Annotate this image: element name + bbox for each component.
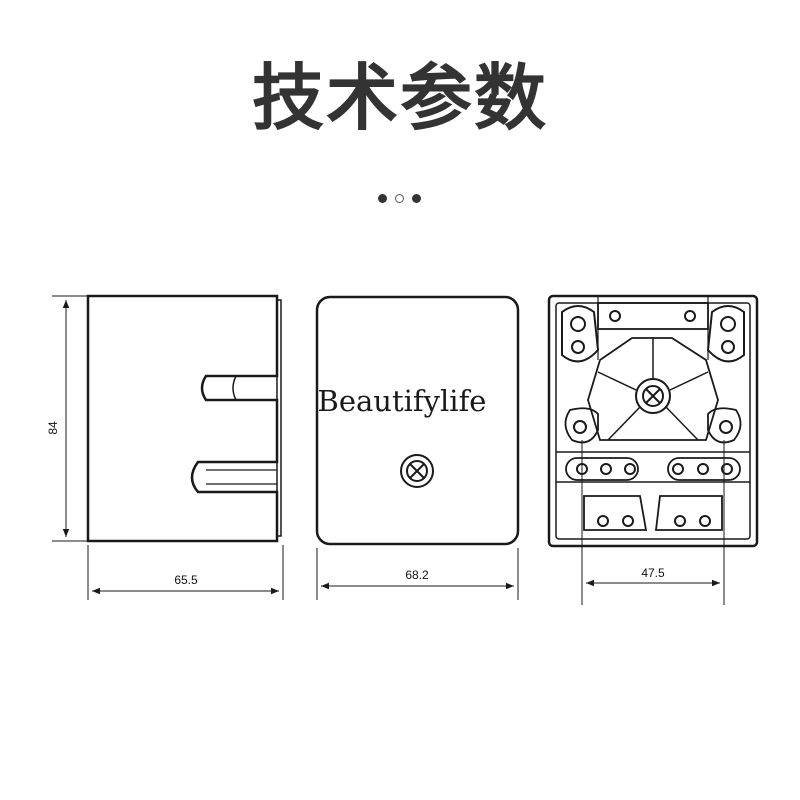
front-width-dimension — [316, 548, 519, 600]
page-indicator — [378, 192, 424, 206]
front-screw-icon — [400, 454, 434, 488]
page-dot-1[interactable] — [378, 194, 387, 203]
watermark-text: Beautifylife — [318, 384, 487, 418]
height-dimension — [52, 295, 88, 542]
height-dimension-label: 84 — [46, 421, 60, 435]
bottom-mounting-dimension — [581, 440, 725, 605]
front-width-label: 68.2 — [405, 568, 429, 582]
bottom-mounting-label: 47.5 — [641, 566, 665, 580]
side-width-dimension — [87, 545, 284, 600]
bottom-view — [547, 294, 759, 548]
page-title: 技术参数 — [251, 56, 548, 140]
page-dot-3[interactable] — [412, 194, 421, 203]
page-dot-2[interactable] — [395, 194, 404, 203]
bottom-hub-screw-icon — [597, 338, 709, 441]
side-width-label: 65.5 — [174, 573, 198, 587]
front-view — [315, 295, 520, 546]
side-view — [86, 294, 282, 543]
